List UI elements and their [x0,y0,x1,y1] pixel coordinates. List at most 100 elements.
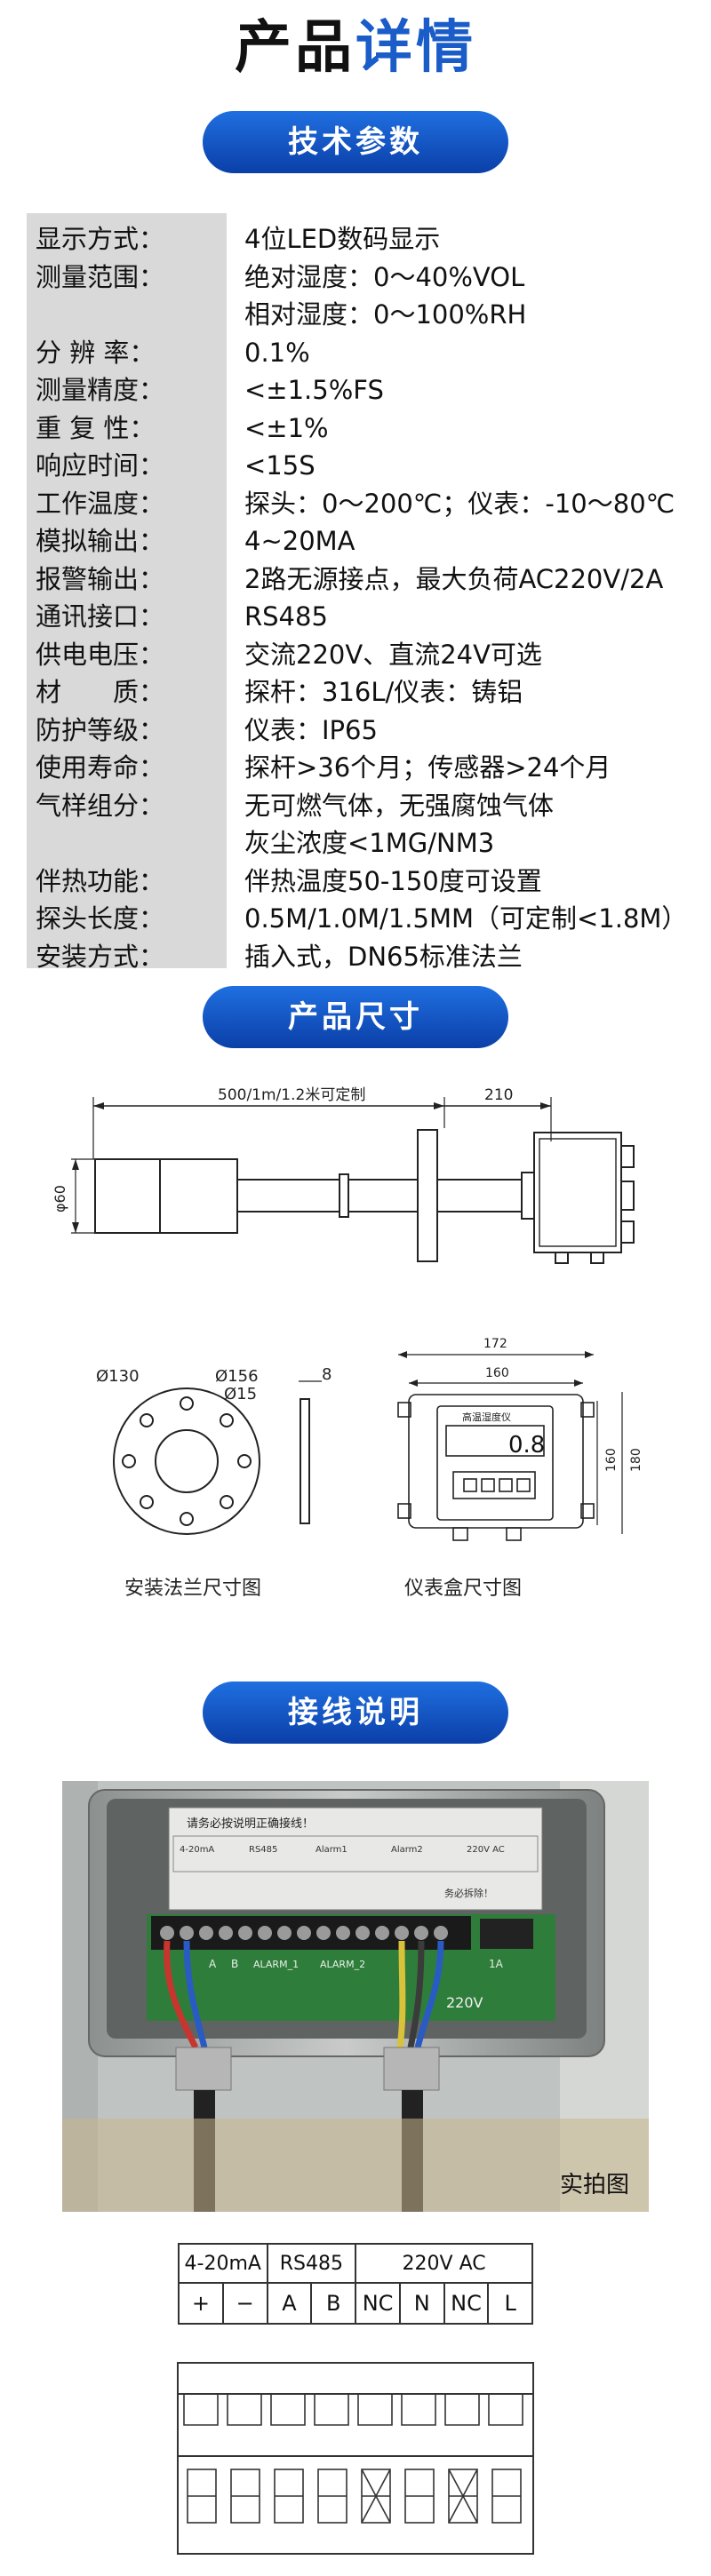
page-title-part1: 产品 [235,15,356,81]
section-header-dimensions: 产品尺寸 [203,986,508,1048]
terminal-header-rs485: RS485 [266,2243,357,2284]
probe-side-drawing: 500/1m/1.2米可定制 210 φ60 [52,1086,635,1264]
wiring-photo-illustration: 请务必按说明正确接线！ 4-20mA RS485 Alarm1 Alarm2 2… [62,1781,649,2212]
spec-key: 工作温度： [36,488,165,519]
photo-label-2: Alarm1 [316,1845,348,1855]
spec-row: 报警输出： 2路无源接点，最大负荷AC220V/2A [27,561,684,599]
section-header-specs: 技术参数 [203,111,508,173]
dim-box-width-outer: 172 [483,1337,507,1351]
section-header-wiring: 接线说明 [203,1682,508,1744]
spec-row: 工作温度： 探头：0～200℃；仪表：-10～80℃ [27,485,684,523]
terminal-slot-notch [183,2394,219,2426]
dim-flange-hole: Ø15 [224,1385,257,1403]
page-title-part2: 详情 [356,15,476,81]
flange-drawing: Ø130 Ø156 Ø15 8 [96,1365,332,1535]
dim-probe-length: 500/1m/1.2米可定制 [218,1086,365,1104]
terminal-slot-notch [444,2394,480,2426]
spec-key: 防护等级： [36,714,165,745]
spec-value: 4位LED数码显示 [244,224,441,254]
spec-value: 4~20MA [244,526,356,556]
spec-value: <15S [244,450,316,481]
board-label-3: ALARM_2 [320,1959,365,1970]
spec-key: 测量范围： [36,261,165,292]
spec-key-column [27,213,227,968]
dim-box-height-outer: 180 [629,1448,643,1472]
spec-value: 探杆：316L/仪表：铸铝 [244,677,523,707]
spec-row: 探头长度： 0.5M/1.0M/1.5MM（可定制<1.8M） [27,900,688,938]
spec-value: 灰尘浓度<1MG/NM3 [244,828,495,858]
spec-key: 探头长度： [36,903,165,934]
terminal-header-ac: 220V AC [355,2243,533,2284]
terminal-l: L [487,2282,533,2325]
terminal-n: N [398,2282,445,2325]
spec-row: 材 质： 探杆：316L/仪表：铸铝 [27,673,684,712]
spec-value: 仪表：IP65 [244,714,378,745]
spec-key: 测量精度： [36,375,165,405]
spec-value: 2路无源接点，最大负荷AC220V/2A [244,563,664,594]
spec-value: 探杆>36个月；传感器>24个月 [244,752,611,783]
spec-row: 分 辨 率： 0.1% [27,334,684,372]
spec-value: <±1.5%FS [244,375,384,405]
spec-row: 重 复 性：<±1% [27,409,684,448]
terminal-slot-notch [270,2394,306,2426]
terminal-slot-notch [227,2394,262,2426]
spec-value: <±1% [244,412,329,443]
spec-key: 报警输出： [36,563,165,594]
photo-caution-label: 务必拆除！ [444,1887,493,1899]
spec-key: 响应时间： [36,450,165,481]
photo-caption: 实拍图 [559,2172,629,2198]
spec-value: 0.1% [244,337,310,368]
spec-value: 交流220V、直流24V可选 [244,639,542,670]
spec-row: 测量精度： <±1.5%FS [27,371,684,409]
spec-key: 通讯接口： [36,601,165,632]
spec-value: 0.5M/1.0M/1.5MM（可定制<1.8M） [244,903,688,934]
terminal-slot-cross [361,2469,391,2524]
dim-probe-diameter: φ60 [52,1185,68,1212]
spec-value: 伴热温度50-150度可设置 [244,865,542,896]
spec-key: 材 质： [36,677,165,707]
spec-key: 伴热功能： [36,865,165,896]
caption-flange: 安装法兰尺寸图 [124,1578,262,1600]
spec-row: 供电电压：交流220V、直流24V可选 [27,636,684,674]
terminal-slot-cross [448,2469,478,2524]
terminal-b: B [310,2282,357,2325]
spec-value: 相对湿度：0～100%RH [244,299,527,330]
page-title: 产品详情 [0,20,711,76]
terminal-slot-notch [357,2394,393,2426]
terminal-slot-notch [401,2394,436,2426]
spec-row: 气样组分：无可燃气体，无强腐蚀气体灰尘浓度<1MG/NM3 [27,787,684,863]
spec-key: 分 辨 率： [36,337,156,368]
board-label-4: 1A [489,1958,504,1970]
spec-key: 安装方式： [36,941,165,972]
spec-row: 通讯接口：RS485 [27,598,684,636]
spec-row: 安装方式：插入式，DN65标准法兰 [27,938,684,976]
dim-box-height: 160 [604,1448,619,1472]
spec-value: 绝对湿度：0～40%VOL [244,261,525,292]
dim-box-width-inner: 160 [485,1366,509,1380]
spec-value: 探头：0～200℃；仪表：-10～80℃ [244,488,675,519]
terminal-block-drawing [177,2362,534,2555]
spec-value: 无可燃气体，无强腐蚀气体 [244,790,555,821]
terminal-header-analog: 4-20mA [178,2243,268,2284]
spec-row: 防护等级： 仪表：IP65 [27,712,684,750]
terminal-plus: + [178,2282,224,2325]
photo-label-4: 220V AC [467,1845,505,1855]
photo-label-1: RS485 [249,1845,277,1855]
spec-key: 使用寿命： [36,752,165,783]
dim-flange-pcd: Ø156 [215,1367,259,1386]
terminal-table: 4-20mA RS485 220V AC + − A B NC N NC L [178,2243,533,2325]
box-display-title: 高温湿度仪 [462,1411,511,1423]
terminal-nc-1: NC [355,2282,401,2325]
board-label-1: B [231,1958,238,1970]
board-label-0: A [209,1958,217,1970]
box-display-value: 0.8 [508,1432,545,1459]
board-voltage-label: 220V [446,1994,483,2011]
dim-flange-outer: Ø130 [96,1367,140,1386]
board-label-2: ALARM_1 [253,1959,299,1970]
spec-row: 伴热功能： 伴热温度50-150度可设置 [27,863,684,901]
terminal-minus: − [221,2282,268,2325]
caption-box: 仪表盒尺寸图 [404,1578,523,1600]
spec-row: 使用寿命： 探杆>36个月；传感器>24个月 [27,749,684,787]
terminal-nc-2: NC [443,2282,490,2325]
